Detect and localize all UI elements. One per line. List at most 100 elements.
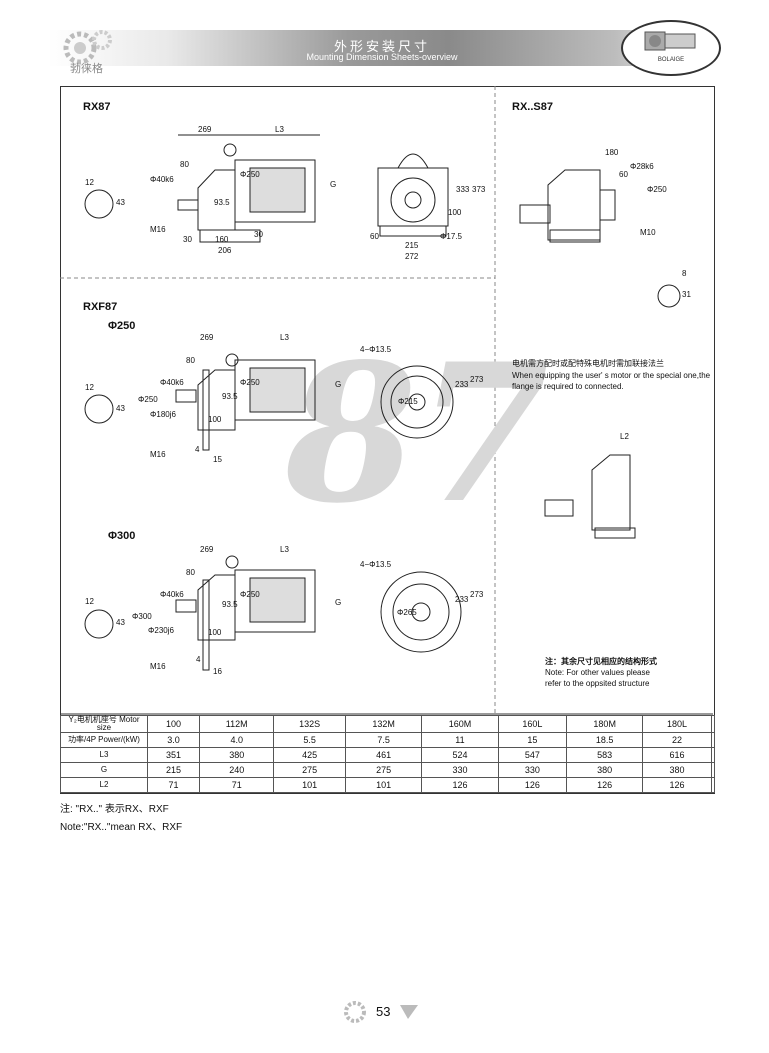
table-cell: 240	[199, 762, 275, 778]
dim-4-f: 4	[195, 445, 200, 454]
table-cell: 380	[565, 762, 644, 778]
table-cell: 101	[344, 777, 423, 793]
table-cell: 180M	[565, 715, 644, 733]
table-cell: 330	[497, 762, 567, 778]
table-cell: 126	[497, 777, 567, 793]
table-cell: 275	[273, 762, 346, 778]
table-cell: 7.5	[344, 732, 423, 748]
section-rxs87: RX..S87	[512, 101, 553, 113]
dim-12: 12	[85, 178, 94, 187]
dim-250b-f: Φ250	[240, 378, 260, 387]
arrow-icon	[400, 1005, 418, 1019]
table-cell: 351	[146, 747, 201, 763]
motor-note-en: When equipping the user' s motor or the …	[512, 371, 711, 391]
dim-g: G	[330, 180, 337, 189]
dim-g-g: G	[335, 598, 342, 607]
table-cell: 5.5	[273, 732, 346, 748]
dim-12-g: 12	[85, 597, 94, 606]
dim-16: 16	[213, 667, 222, 676]
table-cell: 126	[642, 777, 712, 793]
table-row: L2 71 71 101 101 126 126 126 126	[60, 777, 716, 793]
dim-206: 206	[218, 246, 232, 255]
dim-250-g: Φ250	[240, 590, 260, 599]
table-cell: 15	[497, 732, 567, 748]
table-row: G 215 240 275 275 330 330 380 380	[60, 762, 716, 778]
dim-215-f: Φ215	[398, 397, 418, 406]
section-rxf87: RXF87	[83, 301, 118, 313]
header-banner: 外形安装尺寸 Mounting Dimension Sheets-overvie…	[48, 30, 716, 66]
dim-160: 160	[215, 235, 229, 244]
section-phi300: Φ300	[108, 530, 136, 542]
table-cell: 275	[344, 762, 423, 778]
dim-15: 15	[213, 455, 222, 464]
table-cell: 100	[146, 715, 201, 733]
dim-m16-g: M16	[150, 662, 166, 671]
table-cell: 616	[642, 747, 712, 763]
dim-40k6-g: Φ40k6	[160, 590, 184, 599]
dim-l3-f: L3	[280, 333, 289, 342]
dim-250s: Φ250	[647, 185, 667, 194]
table-cell: 380	[199, 747, 275, 763]
table-cell: 112M	[199, 715, 275, 733]
dim-m10: M10	[640, 228, 656, 237]
dim-30b: 30	[254, 230, 263, 239]
dim-333: 333	[456, 185, 470, 194]
table-cell: 71	[146, 777, 201, 793]
dim-233-g: 233	[455, 595, 469, 604]
dim-269-g: 269	[200, 545, 214, 554]
dim-28k6: Φ28k6	[630, 162, 654, 171]
table-cell	[710, 732, 716, 748]
watermark: 87	[284, 322, 549, 545]
table-cell: 22	[642, 732, 712, 748]
dim-100-f: 100	[208, 415, 222, 424]
header-title-en: Mounting Dimension Sheets-overview	[306, 52, 458, 62]
table-cell: 71	[199, 777, 275, 793]
drawing-frame	[60, 86, 715, 794]
dim-l2: L2	[620, 432, 629, 441]
table-header: L3	[60, 747, 148, 763]
table-cell: 330	[421, 762, 499, 778]
dim-265: Φ265	[397, 608, 417, 617]
dim-12-f: 12	[85, 383, 94, 392]
dim-l3: L3	[275, 125, 284, 134]
table-cell	[710, 777, 716, 793]
dim-43: 43	[116, 198, 125, 207]
table-cell: 425	[273, 747, 346, 763]
dim-250: Φ250	[240, 170, 260, 179]
dim-40k6-f: Φ40k6	[160, 378, 184, 387]
header-title-zh: 外形安装尺寸	[333, 40, 430, 55]
dim-31: 31	[682, 290, 691, 299]
table-cell: 11	[421, 732, 499, 748]
spec-table: Y₂电机机座号 Motor size 100 112M 132S 132M 16…	[60, 715, 716, 793]
dim-4-13-5-g: 4−Φ13.5	[360, 560, 392, 569]
dim-l3-g: L3	[280, 545, 289, 554]
dim-230j6: Φ230j6	[148, 626, 174, 635]
brand-logo: BOLAIGE	[621, 20, 721, 76]
table-cell: 132S	[273, 715, 346, 733]
table-cell: 180L	[642, 715, 712, 733]
dim-100-g: 100	[208, 628, 222, 637]
dim-8: 8	[682, 269, 687, 278]
dim-180j6: Φ180j6	[150, 410, 176, 419]
dim-93-5-f: 93.5	[222, 392, 238, 401]
other-note-en1: Note: For other values please	[545, 668, 650, 677]
dim-g-f: G	[335, 380, 342, 389]
dim-60b: 60	[619, 170, 628, 179]
dim-60: 60	[370, 232, 379, 241]
table-cell: 126	[421, 777, 499, 793]
motor-note-zh: 电机需方配时或配特殊电机时需加联接法兰	[512, 359, 664, 368]
dim-80: 80	[180, 160, 189, 169]
table-cell: 583	[565, 747, 644, 763]
dim-269-f: 269	[200, 333, 214, 342]
dim-273: 273	[470, 375, 484, 384]
dim-4-13-5: 4−Φ13.5	[360, 345, 392, 354]
table-cell: 126	[565, 777, 644, 793]
dim-43-f: 43	[116, 404, 125, 413]
table-cell: 160M	[421, 715, 499, 733]
dim-250-f: Φ250	[138, 395, 158, 404]
table-cell: 215	[146, 762, 201, 778]
table-header: Y₂电机机座号 Motor size	[60, 715, 148, 733]
dim-30: 30	[183, 235, 192, 244]
table-cell: 132M	[344, 715, 423, 733]
dim-80-f: 80	[186, 356, 195, 365]
